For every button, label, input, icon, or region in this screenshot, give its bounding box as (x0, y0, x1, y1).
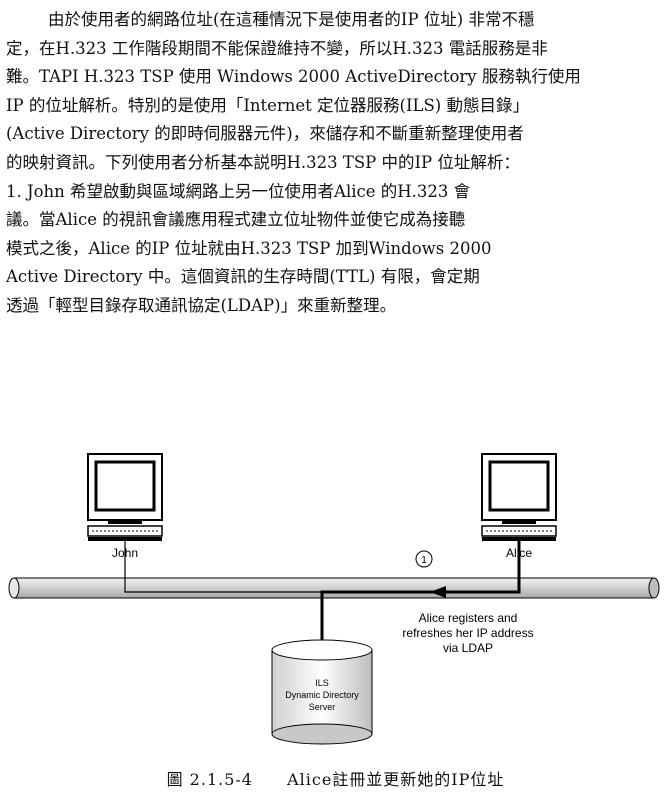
step-number: 1 (421, 555, 427, 566)
figure-caption: 圖 2.1.5-4 Alice註冊並更新她的IP位址 (0, 766, 671, 790)
arrow-head-icon (430, 586, 446, 598)
john-computer-icon (87, 453, 163, 541)
text-line: Active Directory 中。這個資訊的生存時間(TTL) 有限，會定期 (6, 267, 480, 287)
text-line: IP 的位址解析。特別的是使用「Internet 定位器服務(ILS) 動態目錄… (6, 95, 529, 115)
john-connection-line (124, 541, 322, 593)
text-line: 定，在H.323 工作階段期間不能保證維持不變，所以H.323 電話服務是非 (6, 38, 548, 58)
text-line: 由於使用者的網路位址(在這種情況下是使用者的IP 位址) 非常不穩 (48, 10, 535, 29)
server-label-line-2: Dynamic Directory (285, 690, 359, 700)
server-label-line-3: Server (309, 702, 336, 712)
alice-registration-path (320, 541, 521, 640)
text-line: 透過「輕型目錄存取通訊協定(LDAP)」來重新整理。 (6, 295, 397, 315)
text-line: (Active Directory 的即時伺服器元件)，來儲存和不斷重新整理使用… (6, 124, 524, 144)
server-label-line-1: ILS (315, 678, 329, 688)
step-marker: 1 (415, 550, 433, 568)
text-line: 難。TAPI H.323 TSP 使用 Windows 2000 ActiveD… (6, 67, 581, 87)
network-backbone (8, 577, 660, 599)
figure-caption-text: Alice註冊並更新她的IP位址 (287, 770, 505, 789)
text-line: 議。當Alice 的視訊會議應用程式建立位址物件並使它成為接聽 (6, 210, 466, 230)
text-line: 的映射資訊。下列使用者分析基本説明H.323 TSP 中的IP 位址解析： (6, 152, 520, 172)
ils-server-icon (271, 639, 373, 745)
text-line: 1. John 希望啟動與區域網路上另一位使用者Alice 的H.323 會 (6, 181, 471, 201)
network-diagram: John Alice 1 Alice registers and refresh… (8, 453, 660, 745)
alice-computer-icon (481, 453, 557, 541)
annotation-line-1: Alice registers and (419, 611, 518, 625)
annotation-line-3: via LDAP (443, 641, 493, 655)
body-text: 由於使用者的網路位址(在這種情況下是使用者的IP 位址) 非常不穩 定，在H.3… (6, 6, 671, 321)
text-line: 模式之後，Alice 的IP 位址就由H.323 TSP 加到Windows 2… (6, 238, 492, 258)
annotation-line-2: refreshes her IP address (402, 626, 533, 640)
figure-number: 圖 2.1.5-4 (166, 770, 253, 789)
